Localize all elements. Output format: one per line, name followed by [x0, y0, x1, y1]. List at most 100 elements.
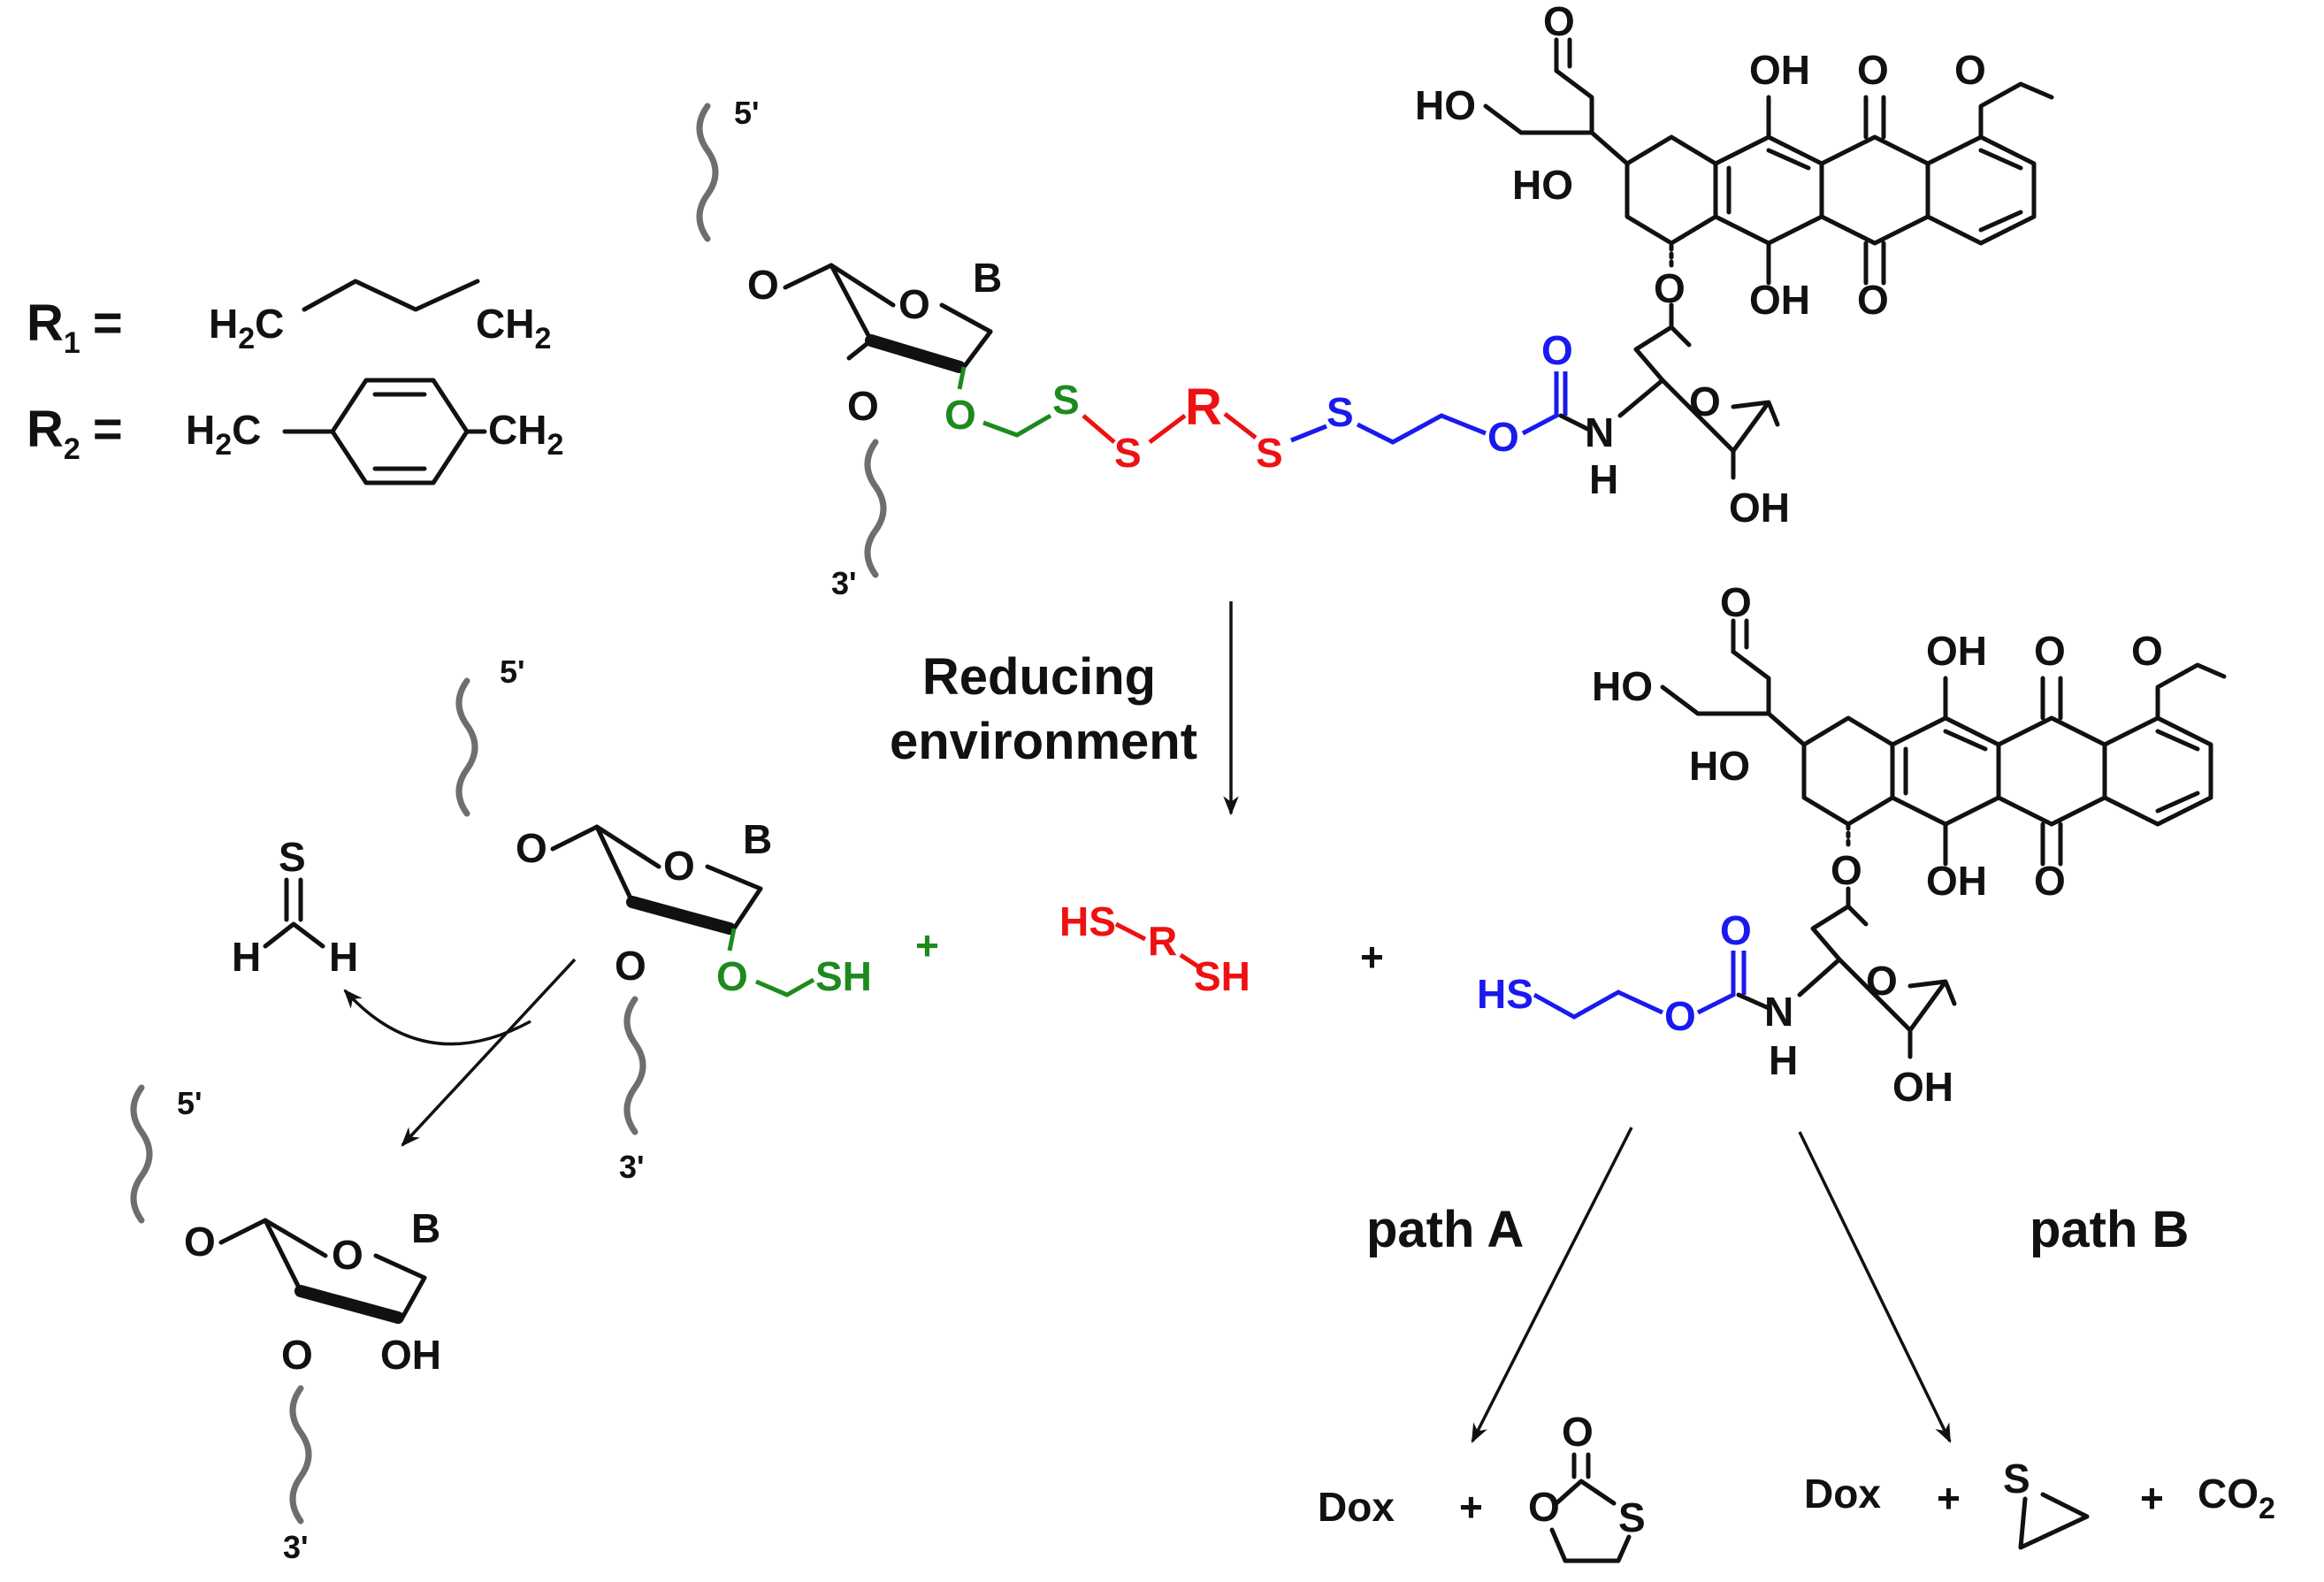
- svg-text:R: R: [1185, 378, 1222, 436]
- ring-oxygen-mid: O: [663, 843, 695, 889]
- svg-text:3': 3': [619, 1149, 645, 1185]
- svg-text:N: N: [1764, 989, 1793, 1035]
- atom-o3-top: O: [847, 383, 879, 429]
- base-b-top: B: [973, 255, 1002, 301]
- five-prime-label: 5': [734, 95, 760, 131]
- svg-text:5': 5': [177, 1085, 203, 1121]
- side-ketone-o-top: O: [1543, 0, 1575, 44]
- atom-o3-mid: O: [615, 943, 646, 989]
- svg-text:O: O: [281, 1332, 313, 1378]
- svg-text:HO: HO: [1592, 663, 1653, 709]
- svg-text:O: O: [1866, 958, 1898, 1004]
- c5-bonds: [783, 263, 874, 343]
- svg-text:O: O: [1720, 579, 1752, 625]
- daunosamine-ring-o-top: O: [1689, 378, 1721, 424]
- svg-text:5': 5': [500, 653, 525, 690]
- svg-text:H: H: [232, 934, 261, 980]
- svg-text:SH: SH: [1194, 953, 1250, 999]
- r-definitions: R1= H2C CH2 R2= H2C CH2: [27, 279, 563, 485]
- atom-nh-top: H: [1589, 456, 1618, 502]
- side-ho-top: HO: [1415, 82, 1476, 128]
- ring-oxygen-top: O: [898, 281, 930, 327]
- anthracycline-top: [1483, 37, 2054, 286]
- path-a-arrow: [1471, 1127, 1633, 1443]
- r1-chain: [302, 279, 480, 312]
- carbamate-n-bond: [1558, 413, 1590, 432]
- glycosidic-o-top: O: [1654, 265, 1686, 311]
- ethylene-monothiocarbonate: O O S: [1528, 1409, 1646, 1563]
- svg-text:O: O: [2034, 628, 2066, 674]
- thiol-dox-intermediate: HS O O N H O OH O OH O O OH: [1477, 579, 2227, 1110]
- benzene-ring: [282, 378, 487, 485]
- ring-top: [829, 263, 993, 334]
- thiol-linker-o: O: [716, 953, 748, 999]
- plus-path-a: +: [1459, 1484, 1483, 1530]
- svg-text:S: S: [1618, 1494, 1646, 1540]
- r1-left-group: H2C: [209, 301, 284, 355]
- svg-text:O: O: [1720, 907, 1752, 953]
- plus-path-b-1: +: [1937, 1475, 1961, 1521]
- anthra-ketone-upper-top: O: [1857, 47, 1889, 93]
- elimination-arrow: [401, 958, 577, 1147]
- plus-middle: +: [1360, 934, 1384, 980]
- atom-n-top: N: [1585, 409, 1614, 455]
- r2-label: R2=: [27, 401, 123, 466]
- svg-text:H: H: [1769, 1037, 1798, 1083]
- daunosamine-oh-top: OH: [1729, 485, 1790, 531]
- atom-o5-top: O: [747, 262, 779, 308]
- thiol-sh-green: SH: [815, 953, 872, 999]
- anthra-ketone-lower-top: O: [1857, 277, 1889, 323]
- anthracycline-bottom: [1660, 618, 2227, 867]
- released-oligo-thiol: 5' O O B O 3' O SH +: [455, 653, 939, 1185]
- svg-text:OH: OH: [1926, 628, 1987, 674]
- anthra-oh-upper-top: OH: [1749, 47, 1810, 93]
- daunosamine-right: [1660, 378, 1780, 454]
- svg-text:HS: HS: [1059, 898, 1116, 944]
- path-a-label: path A: [1366, 1201, 1524, 1258]
- regenerated-2-oh: OH: [380, 1332, 441, 1378]
- tertiary-ho-top: HO: [1512, 162, 1573, 208]
- svg-text:O: O: [1541, 327, 1573, 373]
- r1-label: R1=: [27, 294, 123, 360]
- strand-3prime-top: [864, 439, 887, 578]
- condition-line2: environment: [890, 713, 1197, 770]
- strand-5prime-mid: [455, 677, 478, 817]
- anthra-oh-lower-top: OH: [1749, 277, 1810, 323]
- r2-right-group: CH2: [488, 407, 563, 462]
- svg-text:O: O: [332, 1232, 363, 1278]
- path-b-arrow: [1798, 1131, 1952, 1443]
- svg-text:S: S: [279, 834, 306, 880]
- svg-text:S: S: [1052, 377, 1080, 423]
- daunosamine-left: [1617, 325, 1692, 418]
- svg-text:R: R: [1148, 918, 1177, 964]
- dithiol: HS R SH: [1059, 898, 1250, 999]
- base-b-mid: B: [743, 816, 772, 862]
- svg-text:H: H: [329, 934, 358, 980]
- path-b-label: path B: [2030, 1201, 2189, 1258]
- dox-product-a: Dox: [1318, 1484, 1395, 1530]
- svg-text:S: S: [2003, 1456, 2030, 1502]
- r2-left-group: H2C: [186, 407, 261, 462]
- svg-text:3': 3': [283, 1529, 309, 1565]
- svg-text:OH: OH: [1926, 858, 1987, 904]
- dox-product-b: Dox: [1804, 1471, 1881, 1517]
- svg-text:O: O: [1831, 847, 1862, 893]
- blue-linker: S O O: [1290, 327, 1573, 460]
- ring-front-bond: [865, 334, 966, 373]
- svg-text:O: O: [944, 392, 976, 438]
- svg-text:OH: OH: [1892, 1064, 1953, 1110]
- svg-text:S: S: [1256, 430, 1283, 476]
- svg-text:B: B: [411, 1205, 440, 1251]
- svg-text:O: O: [1487, 414, 1519, 460]
- svg-text:O: O: [1562, 1409, 1594, 1455]
- svg-text:O: O: [2131, 628, 2163, 674]
- plus-green: +: [915, 922, 939, 968]
- starting-conjugate: 5' O O B O 3' O S S R S S O: [696, 0, 2054, 601]
- plus-path-b-2: +: [2140, 1475, 2164, 1521]
- svg-text:O: O: [184, 1219, 216, 1265]
- red-linker: S R S: [1082, 378, 1283, 476]
- svg-text:O: O: [2034, 858, 2066, 904]
- r1-right-group: CH2: [476, 301, 551, 355]
- svg-text:HS: HS: [1477, 971, 1533, 1017]
